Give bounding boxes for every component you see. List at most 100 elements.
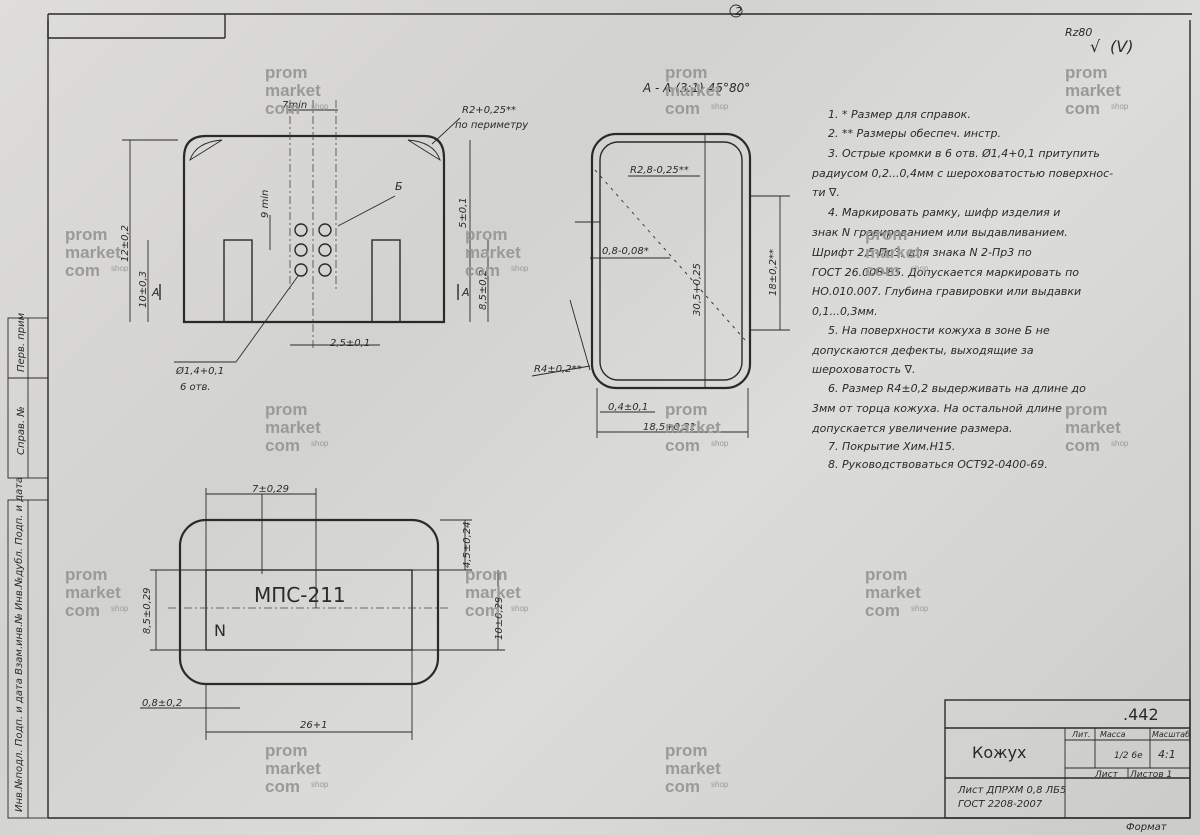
svg-text:prom: prom [665, 63, 708, 82]
dim-4-5: 4,5±0,24 [462, 521, 473, 568]
svg-text:prom: prom [865, 565, 908, 584]
sheets-label: Листов 1 [1129, 770, 1172, 780]
dim-7: 7±0,29 [252, 484, 289, 495]
svg-text:shop: shop [711, 780, 729, 789]
dim-18-5: 18,5+0,31 [643, 422, 696, 433]
roughness-general: (V) [1110, 37, 1133, 56]
note-line: 6. Размер R4±0,2 выдерживать на длине до [828, 382, 1086, 395]
svg-text:com: com [665, 777, 700, 796]
svg-text:shop: shop [511, 264, 529, 273]
note-line: допускается увеличение размера. [811, 422, 1012, 435]
dim-8-5b: 8,5±0,29 [142, 587, 153, 634]
dim-r2: R2+0,25** [462, 105, 516, 116]
material-line-1: Лист ДПРХМ 0,8 ЛБ5 [957, 785, 1066, 796]
svg-text:prom: prom [465, 225, 508, 244]
svg-text:market: market [665, 81, 721, 100]
note-line: 3мм от торца кожуха. На остальной длине [812, 402, 1062, 415]
front-view: 7min R2+0,25** по периметру 12±0,2 10±0,… [120, 100, 529, 393]
svg-text:market: market [65, 583, 121, 602]
dim-10b: 10±0,29 [494, 597, 505, 640]
svg-text:prom: prom [865, 225, 908, 244]
svg-text:com: com [465, 261, 500, 280]
technical-notes: 1. * Размер для справок. 2. ** Размеры о… [811, 108, 1113, 471]
svg-text:market: market [865, 583, 921, 602]
note-line: 8. Руководствоваться ОСТ92-0400-69. [828, 458, 1048, 471]
note-line: ГОСТ 26.008-85. Допускается маркировать … [812, 266, 1079, 279]
dim-26: 26+1 [300, 720, 327, 731]
hole-dim: Ø1,4+0,1 [175, 365, 224, 377]
scale-header: Масштаб [1152, 730, 1190, 739]
note-line: шероховатость ∇. [812, 363, 915, 376]
svg-text:shop: shop [1111, 439, 1129, 448]
dim-0-4: 0,4±0,1 [608, 402, 648, 413]
svg-text:prom: prom [65, 565, 108, 584]
doc-number: .442 [1123, 705, 1159, 724]
note-line: радиусом 0,2...0,4мм с шероховатостью по… [811, 167, 1113, 180]
section-a-right: А [461, 286, 470, 299]
svg-text:prom: prom [265, 400, 308, 419]
stamp-fields-label: Инв.№подл. Подп. и дата Взам.инв.№ Инв.№… [13, 477, 25, 812]
svg-text:com: com [865, 261, 900, 280]
dim-0-8: 0,8-0,08* [602, 246, 649, 257]
svg-text:market: market [65, 243, 121, 262]
note-line: знак N гравированием или выдавливанием. [812, 226, 1068, 239]
svg-text:market: market [1065, 81, 1121, 100]
dim-10: 10±0,3 [138, 271, 149, 308]
svg-text:prom: prom [65, 225, 108, 244]
svg-text:market: market [465, 243, 521, 262]
note-line: 5. На поверхности кожуха в зоне Б не [828, 324, 1050, 337]
svg-text:com: com [865, 601, 900, 620]
note-line: 3. Острые кромки в 6 отв. Ø1,4+0,1 приту… [828, 147, 1100, 160]
svg-text:shop: shop [711, 102, 729, 111]
svg-text:prom: prom [265, 63, 308, 82]
number-sign: N [214, 621, 226, 640]
perv-prim-label: Перв. прим [16, 312, 27, 372]
svg-text:com: com [65, 261, 100, 280]
svg-text:com: com [1065, 99, 1100, 118]
section-a-left: А [151, 286, 160, 299]
note-line: 2. ** Размеры обеспеч. инстр. [828, 127, 1001, 140]
title-block: .442 Кожух Лит. Масса Масштаб 1/2 6e 4:1… [944, 699, 1191, 833]
svg-text:shop: shop [911, 604, 929, 613]
note-line: ти ∇. [812, 186, 840, 199]
svg-text:com: com [65, 601, 100, 620]
svg-text:market: market [665, 418, 721, 437]
dim-9min: 9 min [260, 190, 271, 218]
dim-r4: R4±0,2** [534, 364, 582, 375]
left-stamp-strip: Перв. прим Справ. № Инв.№подл. Подп. и д… [7, 312, 49, 819]
svg-text:shop: shop [311, 439, 329, 448]
material-line-2: ГОСТ 2208-2007 [958, 799, 1043, 810]
svg-text:shop: shop [511, 604, 529, 613]
label-zone-b: Б [395, 180, 403, 193]
svg-text:market: market [1065, 418, 1121, 437]
svg-text:shop: shop [311, 102, 329, 111]
roughness-mark: Rz80 [1065, 26, 1092, 39]
sheet-label: Лист [1094, 770, 1119, 780]
hole-count: 6 отв. [180, 382, 211, 393]
mass-header: Масса [1100, 730, 1126, 739]
dim-7min: 7min [282, 100, 307, 111]
svg-text:com: com [665, 99, 700, 118]
roughness-check-icon: √ [1090, 37, 1101, 56]
svg-text:shop: shop [111, 604, 129, 613]
note-line: 4. Маркировать рамку, шифр изделия и [828, 206, 1060, 219]
perimeter-note: по периметру [455, 120, 529, 131]
svg-text:market: market [865, 243, 921, 262]
mass-value: 1/2 6e [1114, 751, 1143, 761]
dim-0-8b: 0,8±0,2 [142, 698, 182, 709]
svg-text:prom: prom [465, 565, 508, 584]
svg-text:shop: shop [1111, 102, 1129, 111]
dim-5: 5±0,1 [458, 197, 469, 228]
note-line: Шрифт 2,5-Пр3, для знака N 2-Пр3 по [812, 246, 1032, 259]
svg-text:prom: prom [665, 400, 708, 419]
svg-text:shop: shop [111, 264, 129, 273]
svg-text:prom: prom [1065, 400, 1108, 419]
note-line: допускаются дефекты, выходящие за [811, 344, 1034, 357]
dim-2-5: 2,5±0,1 [330, 338, 370, 349]
svg-text:market: market [265, 418, 321, 437]
sheet-number: 2 [735, 5, 742, 18]
marking-text: МПС-211 [254, 583, 346, 607]
svg-text:com: com [265, 436, 300, 455]
